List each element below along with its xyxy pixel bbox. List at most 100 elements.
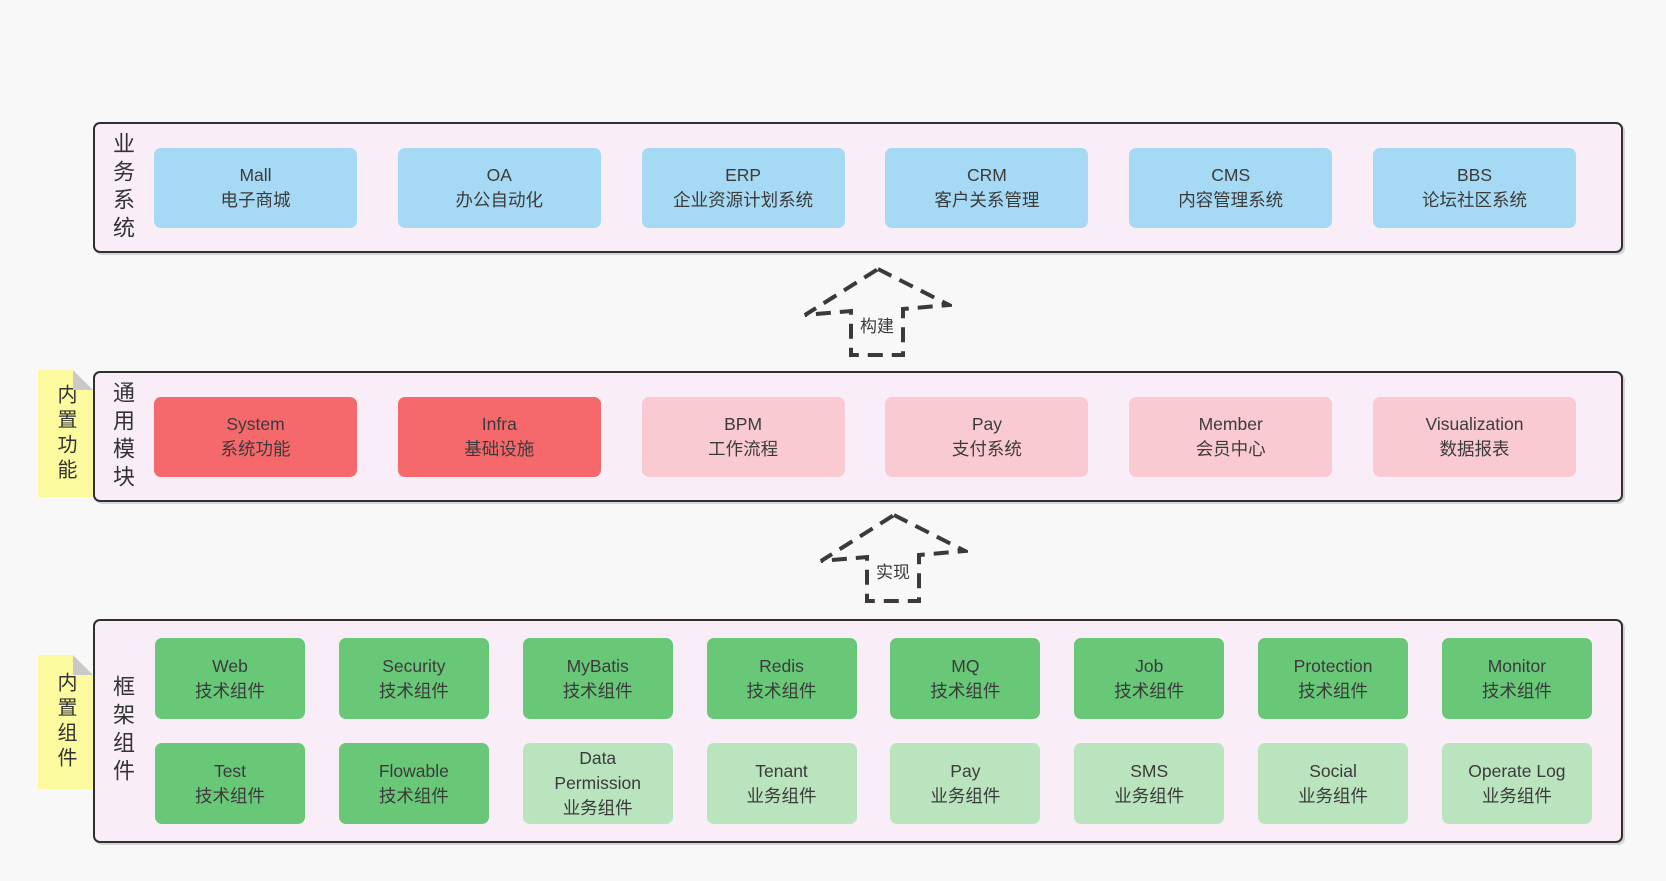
business-box-row: Mall 电子商城 OA 办公自动化 ERP 企业资源计划系统 CRM 客户关系… [154,124,1576,251]
box-system: System 系统功能 [154,396,357,477]
box-subtitle: 业务组件 [1298,785,1369,806]
box-tenant: Tenant 业务组件 [706,743,857,824]
box-data-permission: Data Permission 业务组件 [522,743,673,824]
box-title: Member [1198,413,1263,434]
box-title: Operate Log [1468,760,1566,781]
box-sms: SMS 业务组件 [1074,743,1225,824]
box-title: Security [382,655,446,676]
dashed-up-arrow-icon [819,512,968,603]
box-title: MyBatis [566,655,629,676]
box-bbs: BBS 论坛社区系统 [1372,147,1576,228]
box-subtitle: 技术组件 [746,680,817,701]
box-subtitle: 技术组件 [1114,680,1185,701]
modules-box-row: System 系统功能 Infra 基础设施 BPM 工作流程 Pay 支付系统… [154,373,1576,500]
box-pay: Pay 支付系统 [885,396,1089,477]
band-common-modules: 通用模块 System 系统功能 Infra 基础设施 BPM 工作流程 Pay… [93,371,1623,502]
box-subtitle: 技术组件 [930,680,1001,701]
box-redis: Redis 技术组件 [706,638,857,719]
band-business-systems: 业务系统 Mall 电子商城 OA 办公自动化 ERP 企业资源计划系统 CRM… [93,122,1623,253]
box-subtitle: 企业资源计划系统 [673,189,814,210]
box-mybatis: MyBatis 技术组件 [522,638,673,719]
box-flowable: Flowable 技术组件 [338,743,489,824]
box-title: Test [213,760,247,781]
band-business-label: 业务系统 [110,131,135,244]
box-title: Pay [971,413,1002,434]
note-label: 内置功能 [54,383,76,484]
box-title: Web [212,655,248,676]
box-mq: MQ 技术组件 [890,638,1041,719]
box-title: Pay [950,760,981,781]
dashed-up-arrow-icon [803,266,952,357]
box-title: Visualization [1425,413,1524,434]
box-subtitle: 基础设施 [464,438,535,459]
box-infra: Infra 基础设施 [397,396,601,477]
box-oa: OA 办公自动化 [397,147,601,228]
sticky-note-built-in-features: 内置功能 [38,370,93,497]
components-box-row-2: Test 技术组件 Flowable 技术组件 Data Permission … [155,743,1592,824]
band-modules-label: 通用模块 [110,380,135,493]
box-title: BBS [1456,164,1492,185]
box-subtitle: 论坛社区系统 [1421,189,1527,210]
box-subtitle: 技术组件 [195,680,265,701]
box-social: Social 业务组件 [1258,743,1409,824]
box-crm: CRM 客户关系管理 [885,147,1089,228]
box-bpm: BPM 工作流程 [641,396,845,477]
box-title: Redis [759,655,804,676]
box-title: Protection [1293,655,1373,676]
box-visualization: Visualization 数据报表 [1372,396,1576,477]
box-subtitle: 业务组件 [562,798,633,818]
box-title: Job [1135,655,1164,676]
box-subtitle: 支付系统 [951,438,1022,459]
note-label: 内置组件 [54,672,76,772]
box-subtitle: 系统功能 [220,438,291,459]
box-subtitle: 办公自动化 [455,189,544,210]
box-mall: Mall 电子商城 [154,147,357,228]
box-subtitle: 技术组件 [562,680,633,701]
box-subtitle: 工作流程 [708,438,779,459]
box-title: CMS [1211,164,1251,185]
box-title: Monitor [1487,655,1547,676]
box-subtitle: 内容管理系统 [1178,189,1284,210]
band-components-label: 框架组件 [110,675,135,787]
band-framework-components: 框架组件 Web 技术组件 Security 技术组件 MyBatis 技术组件… [93,619,1623,843]
box-title: SMS [1130,760,1169,781]
box-subtitle: 业务组件 [1114,785,1185,806]
arrow-build-label: 构建 [857,312,897,337]
box-title: Tenant [755,760,808,781]
box-pay-biz: Pay 业务组件 [890,743,1041,824]
arrow-implement: 实现 [818,510,968,606]
box-subtitle: 会员中心 [1195,438,1266,459]
box-operate-log: Operate Log 业务组件 [1441,743,1592,824]
box-subtitle: 业务组件 [1481,785,1552,806]
box-job: Job 技术组件 [1074,638,1225,719]
box-title: CRM [966,164,1007,185]
box-title: Data Permission [554,748,641,793]
box-title: OA [486,164,512,185]
box-subtitle: 电子商城 [220,189,291,210]
box-title: System [226,413,285,434]
box-title: Infra [481,413,517,434]
box-title: BPM [724,413,763,434]
box-web: Web 技术组件 [155,638,305,719]
box-title: ERP [725,164,762,185]
box-subtitle: 数据报表 [1439,438,1510,459]
box-monitor: Monitor 技术组件 [1441,638,1592,719]
box-subtitle: 技术组件 [378,680,449,701]
sticky-note-built-in-components: 内置组件 [38,655,93,789]
box-member: Member 会员中心 [1129,396,1333,477]
box-subtitle: 技术组件 [195,785,265,806]
folded-corner-icon [73,655,93,675]
box-security: Security 技术组件 [338,638,489,719]
arrow-implement-label: 实现 [873,558,913,583]
box-test: Test 技术组件 [155,743,305,824]
box-cms: CMS 内容管理系统 [1129,147,1333,228]
folded-corner-icon [73,370,93,390]
box-title: Mall [239,164,272,185]
box-title: Social [1309,760,1357,781]
box-subtitle: 业务组件 [930,785,1001,806]
box-title: Flowable [378,760,449,781]
box-subtitle: 业务组件 [746,785,817,806]
arrow-build: 构建 [802,264,952,360]
box-subtitle: 技术组件 [378,785,449,806]
